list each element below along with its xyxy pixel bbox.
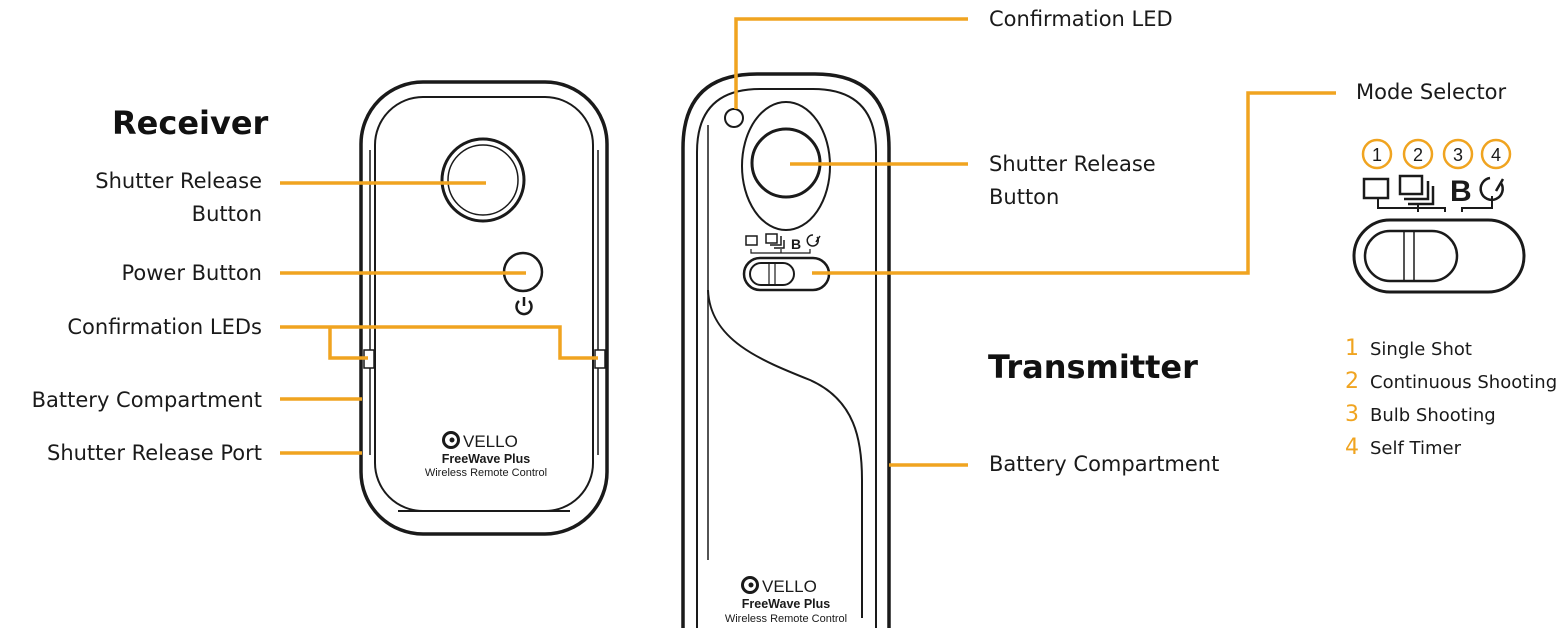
transmitter-body-outer bbox=[681, 72, 891, 628]
mode-number-2: 2 bbox=[1413, 145, 1423, 165]
mode-number-circles bbox=[1361, 138, 1512, 170]
receiver-title: Receiver bbox=[112, 104, 269, 142]
transmitter-brand: VELLO bbox=[762, 577, 817, 596]
receiver-shutter-button bbox=[440, 137, 526, 223]
receiver-logo: VELLO FreeWave Plus Wireless Remote Cont… bbox=[425, 431, 547, 479]
transmitter-button-housing bbox=[741, 101, 831, 231]
mode-legend-number: 2 bbox=[1345, 369, 1359, 394]
single-frame-icon bbox=[1362, 177, 1390, 200]
receiver-leds-label: Confirmation LEDs bbox=[67, 315, 262, 339]
multi-frame-icon bbox=[1398, 174, 1435, 206]
mode-selector-detail: 1 2 3 4 B bbox=[1352, 138, 1526, 294]
mode-switch-ticks bbox=[1377, 196, 1493, 212]
leader-receiver-leds bbox=[280, 325, 598, 360]
mode-legend-item: 4 Self Timer bbox=[1345, 432, 1557, 465]
transmitter-product: FreeWave Plus bbox=[742, 597, 831, 611]
mode-legend: 1 Single Shot 2 Continuous Shooting 3 Bulb … bbox=[1345, 333, 1557, 465]
transmitter-mode-switch-knob bbox=[749, 262, 795, 286]
transmitter-led-label: Confirmation LED bbox=[989, 7, 1173, 31]
mode-selector-label: Mode Selector bbox=[1356, 80, 1507, 104]
transmitter-logo: VELLO FreeWave Plus Wireless Remote Cont… bbox=[725, 576, 847, 625]
receiver-shutter-label-2: Button bbox=[191, 202, 262, 226]
mode-legend-label: Single Shot bbox=[1370, 339, 1472, 360]
leader-transmitter-led bbox=[734, 17, 968, 109]
transmitter-subtitle: Wireless Remote Control bbox=[725, 613, 847, 625]
receiver-device bbox=[359, 80, 609, 536]
mini-multi-frame-icon-a bbox=[765, 233, 778, 244]
mini-multi-frame-icon-b bbox=[770, 236, 782, 246]
mode-legend-number: 1 bbox=[1345, 336, 1359, 361]
mode-legend-label: Bulb Shooting bbox=[1370, 405, 1496, 426]
receiver-shutter-button-inner bbox=[447, 144, 519, 216]
mode-circle-2 bbox=[1402, 138, 1434, 170]
mode-number-1: 1 bbox=[1372, 145, 1382, 165]
mini-mode-icons bbox=[745, 233, 821, 254]
mode-circle-4 bbox=[1480, 138, 1512, 170]
mini-multi-frame-icon-c bbox=[774, 240, 785, 249]
receiver-shutter-label-1: Shutter Release bbox=[95, 169, 262, 193]
transmitter-device: B bbox=[681, 72, 891, 628]
transmitter-confirmation-led bbox=[724, 108, 744, 128]
mode-legend-item: 2 Continuous Shooting bbox=[1345, 366, 1557, 399]
mode-number-4: 4 bbox=[1491, 145, 1501, 165]
mode-switch-body bbox=[1352, 218, 1526, 294]
transmitter-shutter-label-2: Button bbox=[989, 185, 1060, 209]
vello-logo-dot bbox=[449, 437, 455, 443]
mode-switch-slider bbox=[1363, 229, 1459, 283]
vello-logo-dot-2 bbox=[748, 582, 754, 588]
transmitter-battery-label: Battery Compartment bbox=[989, 452, 1220, 476]
receiver-port-label: Shutter Release Port bbox=[46, 441, 262, 465]
mode-circle-1 bbox=[1361, 138, 1393, 170]
mini-self-timer-icon bbox=[806, 234, 819, 247]
mode-number-3: 3 bbox=[1453, 145, 1463, 165]
bulb-b-icon: B bbox=[1450, 175, 1472, 208]
mode-legend-item: 3 Bulb Shooting bbox=[1345, 399, 1557, 432]
leader-lines bbox=[280, 17, 1336, 467]
mini-bulb-icon: B bbox=[791, 236, 801, 252]
transmitter-battery-curve bbox=[707, 289, 863, 618]
mini-switch-ticks bbox=[750, 249, 811, 254]
mini-self-timer-hand bbox=[815, 235, 821, 243]
receiver-subtitle: Wireless Remote Control bbox=[425, 467, 547, 479]
receiver-battery-label: Battery Compartment bbox=[31, 388, 262, 412]
receiver-body-outer bbox=[359, 80, 609, 536]
transmitter-title: Transmitter bbox=[988, 348, 1198, 386]
transmitter-body-inner bbox=[696, 88, 877, 628]
receiver-brand: VELLO bbox=[463, 432, 518, 451]
receiver-product: FreeWave Plus bbox=[442, 452, 531, 466]
transmitter-shutter-label-1: Shutter Release bbox=[989, 152, 1156, 176]
receiver-power-label: Power Button bbox=[121, 261, 262, 285]
mode-legend-label: Self Timer bbox=[1370, 438, 1462, 459]
leader-mode-selector bbox=[812, 91, 1336, 275]
vello-logo-icon-2 bbox=[741, 576, 759, 594]
mode-legend-number: 4 bbox=[1345, 435, 1359, 460]
mode-circle-3 bbox=[1442, 138, 1474, 170]
mode-legend-item: 1 Single Shot bbox=[1345, 333, 1557, 366]
self-timer-icon bbox=[1479, 176, 1505, 202]
mode-legend-number: 3 bbox=[1345, 402, 1359, 427]
mini-single-frame-icon bbox=[745, 235, 758, 246]
vello-logo-icon bbox=[442, 431, 460, 449]
power-icon bbox=[515, 297, 533, 316]
mode-legend-label: Continuous Shooting bbox=[1370, 372, 1558, 393]
